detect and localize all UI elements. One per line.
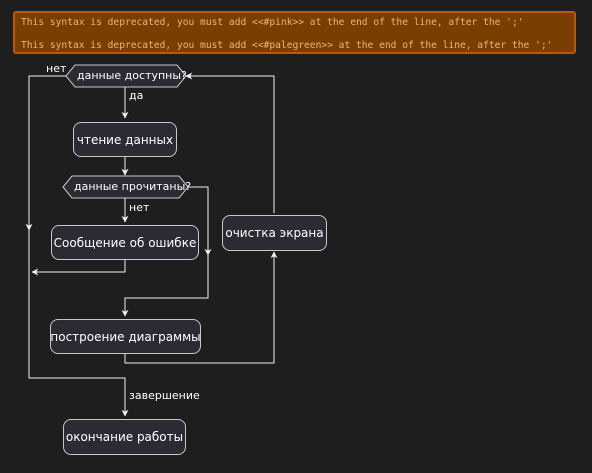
edge-read-yes bbox=[121, 186, 209, 317]
edge-label-read-no: нет bbox=[129, 201, 150, 214]
activity-error-message: Сообщение об ошибке bbox=[51, 225, 199, 260]
deprecation-warning-box: This syntax is deprecated, you must add … bbox=[13, 11, 576, 54]
edge-available-no bbox=[28, 75, 129, 417]
activity-build-diagram: построение диаграммы bbox=[50, 319, 201, 354]
decision-data-available-label: данные доступны? bbox=[77, 69, 187, 82]
edge-error-merge bbox=[31, 259, 126, 276]
edge-label-available-no: нет bbox=[46, 62, 67, 75]
activity-end-work: окончание работы bbox=[63, 419, 186, 455]
edge-label-available-yes: да bbox=[129, 89, 144, 102]
edge-build-to-clear bbox=[124, 251, 278, 364]
edge-label-finish: завершение bbox=[129, 389, 200, 402]
warning-line-2: This syntax is deprecated, you must add … bbox=[21, 40, 553, 51]
activity-read-data: чтение данных bbox=[73, 122, 177, 157]
edge-clear-to-check bbox=[185, 72, 275, 213]
decision-data-read-label: данные прочитаны? bbox=[74, 180, 192, 193]
warning-line-1: This syntax is deprecated, you must add … bbox=[21, 17, 524, 28]
activity-clear-screen: очистка экрана bbox=[222, 215, 327, 251]
